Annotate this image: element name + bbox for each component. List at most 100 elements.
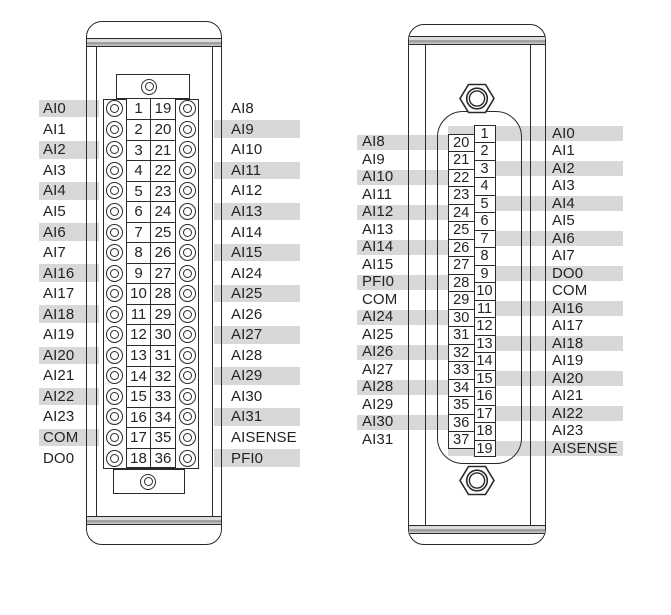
- screw-terminal-inner-icon: [110, 371, 119, 381]
- screw-terminal-inner-icon: [110, 248, 119, 258]
- signal-label-right: AI3: [552, 177, 575, 194]
- signal-label-right: AI0: [552, 124, 575, 142]
- row-highlight-bar: [39, 182, 99, 200]
- signal-label-right: AI24: [231, 264, 263, 282]
- signal-label-right: AI8: [231, 100, 254, 118]
- signal-label-left: AI14: [362, 238, 394, 256]
- dsub-pin-box: 34: [448, 378, 474, 396]
- dsub-pin-box: 9: [473, 264, 496, 283]
- dsub-pin-box: 28: [448, 273, 474, 291]
- row-highlight-bar: [357, 345, 474, 360]
- signal-label-left: AI12: [362, 203, 394, 221]
- dsub-pin-box: 7: [473, 229, 496, 248]
- right-device-inner-wall-right: [529, 45, 531, 525]
- dsub-pin-box: 5: [473, 194, 496, 213]
- signal-label-right: AISENSE: [231, 429, 297, 446]
- row-highlight-bar: [214, 449, 300, 467]
- dsub-pin-box: 3: [473, 159, 496, 178]
- signal-label-right: AI14: [231, 223, 263, 241]
- dsub-pin-box: 37: [448, 431, 474, 449]
- screw-terminal-inner-icon: [183, 433, 192, 442]
- pin-number-cell: 29: [151, 303, 176, 325]
- screw-terminal-inner-icon: [183, 104, 192, 114]
- signal-label-right: AI6: [552, 229, 575, 247]
- screw-terminal-inner-icon: [183, 206, 192, 216]
- signal-label-left: AI22: [43, 387, 75, 405]
- screw-terminal-inner-icon: [110, 391, 119, 401]
- dsub-pin-box: 29: [448, 291, 474, 309]
- signal-label-right: AI18: [552, 334, 584, 352]
- screw-terminal-inner-icon: [110, 206, 119, 216]
- dsub-pin-box: 14: [473, 352, 496, 370]
- signal-label-left: AI9: [362, 150, 385, 168]
- mounting-screw-inner-icon: [143, 477, 153, 486]
- screw-terminal-inner-icon: [110, 330, 119, 340]
- signal-label-left: AI7: [43, 244, 66, 262]
- row-highlight-bar: [39, 223, 99, 241]
- signal-label-left: AI26: [362, 343, 394, 361]
- pin-number-cell: 15: [126, 386, 151, 407]
- signal-label-left: AI28: [362, 378, 394, 396]
- pin-number-cell: 4: [126, 160, 151, 181]
- screw-terminal-inner-icon: [183, 268, 192, 278]
- dsub-pin-box: 11: [473, 299, 496, 318]
- row-highlight-bar: [214, 243, 300, 262]
- signal-label-left: PFI0: [362, 273, 395, 291]
- signal-label-left: AI27: [362, 360, 394, 378]
- dsub-pin-box: 36: [448, 413, 474, 431]
- dsub-pin-box: 35: [448, 396, 474, 414]
- signal-label-right: AI30: [231, 387, 263, 405]
- pin-number-cell: 19: [151, 98, 176, 119]
- dsub-pin-box: 20: [448, 133, 474, 151]
- screw-terminal-inner-icon: [110, 309, 119, 319]
- signal-label-left: AI31: [362, 430, 394, 448]
- screw-terminal-inner-icon: [110, 433, 119, 442]
- signal-label-left: AI3: [43, 161, 66, 179]
- pin-number-cell: 9: [126, 262, 151, 284]
- jackscrew-hex-nut-icon: [459, 465, 495, 495]
- dsub-pin-box: 10: [473, 282, 496, 300]
- row-highlight-bar: [357, 205, 474, 220]
- signal-label-left: AI23: [43, 408, 75, 426]
- signal-label-right: AI20: [552, 369, 584, 387]
- signal-label-right: AI31: [231, 408, 263, 426]
- right-device-inner-wall-left: [424, 45, 426, 525]
- dsub-pin-box: 8: [473, 247, 496, 265]
- pin-number-cell: 35: [151, 427, 176, 448]
- dsub-pin-box: 15: [473, 369, 496, 388]
- row-highlight-bar: [357, 380, 474, 395]
- row-highlight-bar: [214, 325, 300, 344]
- signal-label-right: AI26: [231, 305, 263, 323]
- signal-label-right: AI22: [552, 404, 584, 422]
- right-device-top-band: [409, 36, 545, 45]
- signal-label-left: DO0: [43, 449, 75, 467]
- signal-label-right: AI19: [552, 352, 584, 369]
- signal-label-left: AI4: [43, 182, 66, 200]
- signal-label-left: AI25: [362, 325, 394, 343]
- signal-label-right: AI15: [231, 244, 263, 262]
- row-highlight-bar: [39, 428, 99, 447]
- pin-number-cell: 27: [151, 262, 176, 284]
- pin-number-cell: 10: [126, 283, 151, 304]
- signal-label-left: AI1: [43, 120, 66, 138]
- pin-number-cell: 31: [151, 345, 176, 366]
- pin-number-cell: 23: [151, 180, 176, 202]
- signal-label-right: AI28: [231, 346, 263, 364]
- signal-label-right: AI23: [552, 422, 584, 439]
- left-device-inner-wall-left: [96, 47, 98, 516]
- mounting-screw-inner-icon: [144, 82, 154, 91]
- pin-number-cell: 24: [151, 201, 176, 222]
- screw-terminal-inner-icon: [183, 371, 192, 381]
- signal-label-right: AI11: [231, 161, 262, 179]
- pin-number-cell: 5: [126, 180, 151, 202]
- row-highlight-bar: [214, 284, 300, 303]
- pin-number-cell: 11: [126, 303, 151, 325]
- signal-label-right: COM: [552, 282, 588, 299]
- signal-label-left: AI11: [362, 185, 393, 203]
- dsub-pin-box: 27: [448, 256, 474, 274]
- signal-label-left: AI21: [43, 367, 75, 385]
- dsub-pin-box: 30: [448, 308, 474, 326]
- pin-number-cell: 22: [151, 160, 176, 181]
- signal-label-left: AI29: [362, 395, 394, 413]
- dsub-pin-box: 21: [448, 151, 474, 169]
